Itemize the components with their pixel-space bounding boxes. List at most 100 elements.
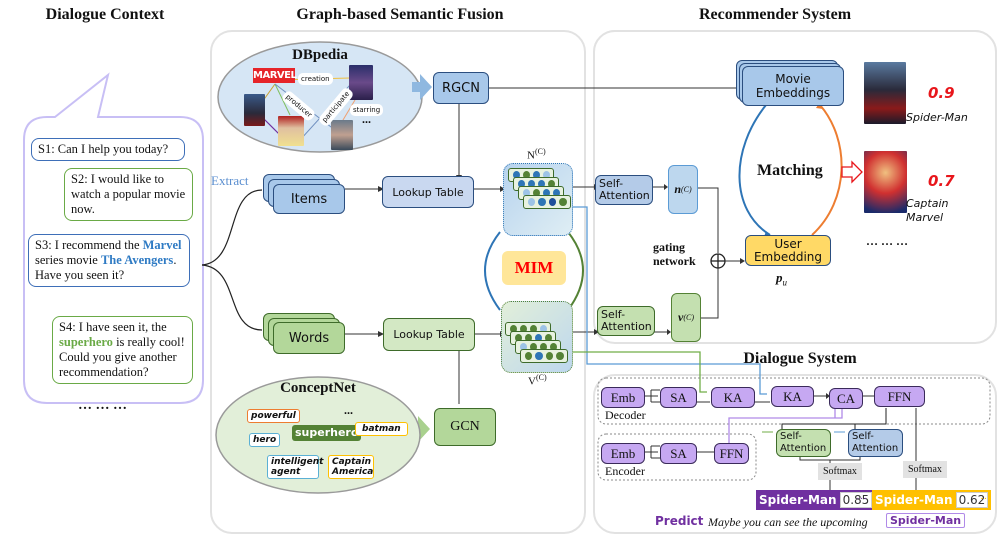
- result-name-captain-marvel: Captain Marvel: [906, 197, 949, 224]
- n-vec-sup: (C): [681, 185, 692, 194]
- utterance-s3: S3: I recommend the Marvel series movie …: [28, 234, 190, 287]
- pu-subscript: u: [782, 277, 788, 288]
- movie-embeddings-block: Movie Embeddings: [742, 66, 844, 106]
- gating-network-label: gating network: [653, 240, 696, 268]
- concept-powerful: powerful: [247, 409, 300, 423]
- decoder-label: Decoder: [605, 408, 646, 422]
- n-label: N: [527, 149, 535, 162]
- prediction-vocab-ellipsis: ···: [980, 493, 991, 505]
- prediction-copy-score: 0.85: [839, 492, 873, 508]
- items-block: Items: [273, 184, 345, 214]
- item-lookup-table: Lookup Table: [382, 176, 474, 208]
- softmax-copy: Softmax: [818, 463, 862, 480]
- decoder-frame: [597, 377, 991, 425]
- marvel-logo: MARVEL: [253, 68, 297, 83]
- dialogue-word-self-attention: Self-Attention: [776, 429, 831, 457]
- prediction-copy-ellipsis: ···: [856, 493, 867, 505]
- arrow-dbpedia-rgcn: [412, 74, 432, 100]
- v-vec-sup: (C): [683, 313, 694, 322]
- spiderman-poster-small: [244, 94, 265, 126]
- encoder-label: Encoder: [605, 464, 645, 478]
- score-captain-marvel: 0.7: [928, 172, 955, 190]
- decoder-ka-item: KA: [771, 386, 814, 407]
- decoder-emb: Emb: [601, 387, 645, 408]
- utterance-s4: S4: I have seen it, the superhero is rea…: [52, 316, 193, 384]
- s3-text-2: series movie: [35, 253, 101, 267]
- v-vector-block: v(C): [671, 293, 701, 342]
- score-spiderman: 0.9: [928, 84, 955, 102]
- dialogue-item-self-attention: Self-Attention: [848, 429, 903, 457]
- v-superscript: (C): [535, 373, 547, 382]
- item-self-attention: Self-Attention: [595, 175, 653, 205]
- chris-evans-photo: [331, 120, 353, 150]
- conceptnet-title: ConceptNet: [280, 380, 356, 396]
- utterance-s2: S2: I would like to watch a popular movi…: [64, 168, 193, 221]
- utterance-s2-text: S2: I would like to watch a popular movi…: [71, 172, 186, 216]
- predict-word: Spider-Man: [886, 513, 966, 528]
- decoder-ffn: FFN: [874, 386, 925, 407]
- predict-label: Predict: [655, 514, 704, 528]
- dbpedia-title: DBpedia: [292, 47, 348, 63]
- predict-sentence: Maybe you can see the upcoming: [708, 515, 868, 529]
- stan-lee-photo: [278, 116, 304, 146]
- prediction-copy-word: Spider-Man: [759, 493, 837, 507]
- spiderman-poster: [864, 62, 906, 124]
- encoder-ffn: FFN: [714, 443, 749, 464]
- user-embedding-block: User Embedding: [745, 235, 831, 266]
- concept-intelligent-agent: intelligent agent: [267, 455, 323, 479]
- prediction-vocab-word: Spider-Man: [875, 493, 953, 507]
- results-ellipsis: … … …: [866, 234, 908, 248]
- relation-creation: creation: [298, 73, 333, 85]
- title-semantic-fusion: Graph-based Semantic Fusion: [296, 6, 504, 23]
- concept-captain-america: Captain America: [328, 455, 374, 479]
- gcn-block: GCN: [434, 408, 496, 446]
- decoder-ca: CA: [829, 388, 863, 409]
- match-result-arrow: [841, 160, 863, 184]
- dialogue-ellipsis: … … …: [78, 398, 127, 413]
- n-superscript: (C): [534, 147, 546, 156]
- result-name-spiderman: Spider-Man: [906, 111, 968, 124]
- n-matrix-label: N(C): [527, 147, 546, 162]
- mim-block: MIM: [502, 251, 566, 285]
- captain-marvel-poster: [864, 151, 907, 213]
- v-label: V: [528, 375, 536, 388]
- n-vec-symbol: n: [674, 182, 681, 196]
- title-dialogue-system: Dialogue System: [743, 350, 857, 367]
- extract-label: Extract: [211, 173, 249, 188]
- decoder-ka-word: KA: [711, 387, 755, 408]
- v-vector: [520, 349, 568, 363]
- branch-to-items: [201, 189, 263, 266]
- title-dialogue-context: Dialogue Context: [45, 6, 165, 23]
- entity-the-avengers: The Avengers: [100, 253, 174, 267]
- s4-text-2: is really cool! Could you give another r…: [59, 335, 185, 379]
- encoder-frame: [597, 433, 757, 481]
- prediction-vocab-score: 0.62: [955, 492, 989, 508]
- n-vector: [523, 195, 571, 209]
- encoder-emb: Emb: [601, 443, 645, 464]
- words-block: Words: [273, 322, 345, 354]
- conceptnet-ellipsis: ...: [344, 403, 353, 417]
- n-vector-block: n(C): [668, 165, 698, 214]
- s3-text-3: . Have you seen it?: [35, 253, 177, 282]
- concept-batman: batman: [355, 422, 408, 436]
- dbpedia-ellipsis: ...: [362, 112, 371, 126]
- encoder-sa: SA: [660, 443, 697, 464]
- word-self-attention: Self-Attention: [597, 306, 655, 336]
- pu-label: pu: [776, 270, 787, 288]
- concept-superhero: superhero: [292, 425, 362, 441]
- matching-label: Matching: [757, 162, 823, 179]
- entity-marvel: Marvel: [142, 238, 182, 252]
- utterance-s1: S1: Can I help you today?: [31, 138, 185, 161]
- v-vec-symbol: v: [678, 310, 684, 324]
- word-lookup-table: Lookup Table: [383, 318, 475, 351]
- s3-text-1: S3: I recommend the: [35, 238, 143, 252]
- title-recommender: Recommender System: [698, 6, 852, 23]
- pu-symbol: p: [776, 270, 783, 285]
- branch-to-words: [201, 264, 263, 331]
- v-matrix-label: V(C): [528, 373, 547, 388]
- rgcn-block: RGCN: [433, 72, 489, 104]
- utterance-s1-text: S1: Can I help you today?: [38, 142, 169, 156]
- concept-hero: hero: [249, 433, 281, 447]
